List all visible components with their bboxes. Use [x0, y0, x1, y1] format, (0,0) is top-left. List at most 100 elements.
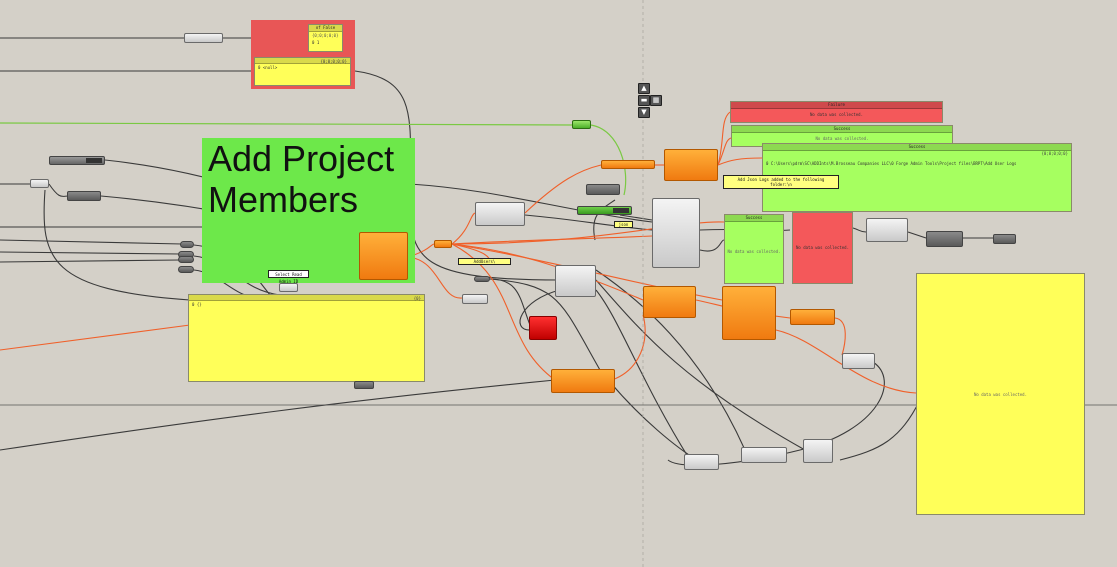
large-output-panel[interactable]: No data was collected. [916, 273, 1085, 515]
panel-value: 0 <null> [258, 65, 278, 70]
data-node[interactable] [926, 231, 963, 247]
panel-header [189, 295, 424, 301]
relay-dot[interactable] [178, 256, 194, 263]
wide-null-panel[interactable]: {0;0;0;0;0} 0 <null> [254, 57, 351, 86]
panel-text: No data was collected. [810, 112, 863, 117]
wire [0, 259, 181, 263]
orange-component[interactable] [551, 369, 615, 393]
orange-component[interactable] [664, 149, 718, 181]
slider-knob[interactable] [613, 208, 629, 213]
wire [48, 183, 69, 197]
add-logs-label: Add Json Logs added to the following fol… [723, 175, 839, 189]
panel-text: No data was collected. [974, 391, 1027, 397]
wire [619, 214, 653, 221]
wire [0, 379, 556, 451]
wire [0, 251, 181, 255]
gray-component[interactable] [475, 202, 525, 226]
gray-component[interactable] [555, 265, 596, 297]
panel-text: No data was collected. [815, 136, 869, 141]
members-panel[interactable]: {0} 0 {} [188, 294, 425, 382]
error-component[interactable] [529, 316, 557, 340]
wire [595, 279, 806, 451]
boolean-toggle[interactable] [572, 120, 591, 129]
wire [0, 122, 573, 126]
wire [611, 314, 646, 381]
relay-dot[interactable] [474, 276, 490, 282]
wire [717, 137, 732, 166]
small-true-false-panel[interactable]: of False {0;0;0;0;0} 0 1 [308, 24, 343, 52]
orange-component[interactable] [643, 286, 696, 318]
wire [451, 212, 476, 245]
panel-header: Failure [731, 102, 942, 109]
gray-component[interactable] [866, 218, 908, 242]
gray-node[interactable] [741, 447, 787, 463]
panel-value: 0 {} [192, 302, 202, 307]
nav-list-button[interactable]: ▦ [650, 95, 662, 106]
data-node[interactable] [67, 191, 101, 201]
nav-up-button[interactable]: ▲ [638, 83, 650, 94]
json-label: json [614, 221, 633, 228]
orange-relay[interactable] [790, 309, 835, 325]
wire [717, 157, 763, 166]
panel-index: {0;0;0;0;0} [312, 33, 339, 38]
add-project-members-group[interactable]: Add Project Members [202, 138, 415, 283]
relay-node[interactable] [462, 294, 488, 304]
success-mid-panel[interactable]: Success No data was collected. [724, 214, 784, 284]
wire [0, 239, 183, 245]
wire [907, 231, 927, 239]
group-title-line1: Add Project [208, 138, 395, 179]
wire [451, 243, 644, 301]
panel-index: {0;0;0;0;0} [320, 59, 348, 64]
group-title-line2: Members [208, 179, 359, 220]
wire [775, 329, 917, 394]
orange-relay[interactable] [601, 160, 655, 169]
wire [524, 164, 602, 214]
param-node[interactable] [30, 179, 49, 188]
large-gray-component[interactable] [652, 198, 700, 268]
nav-down-button[interactable]: ▼ [638, 107, 650, 118]
panel-value: 0 C:\Users\pdrm\SC\ADDInts\M.Brosseau Co… [766, 161, 1017, 166]
gray-node[interactable] [842, 353, 875, 369]
panel-header: of False [309, 25, 342, 32]
slider-knob[interactable] [86, 158, 102, 163]
wire [852, 227, 867, 233]
wire [451, 235, 653, 245]
add-users-label: AddUsers\ [458, 258, 511, 265]
relay-dot[interactable] [178, 266, 194, 273]
wire [595, 289, 691, 461]
data-node[interactable] [586, 184, 620, 195]
select-admin-label: Select Read Admin ID [268, 270, 309, 284]
wire [407, 256, 463, 299]
wire [699, 239, 725, 252]
wire [409, 183, 653, 223]
wire [717, 111, 731, 166]
relay-node[interactable] [184, 33, 223, 43]
gray-node[interactable] [803, 439, 833, 463]
panel-header [255, 58, 350, 64]
panel-index: {0} [413, 296, 421, 301]
wire [0, 324, 191, 351]
panel-header: Success [732, 126, 952, 133]
add-members-component[interactable] [359, 232, 408, 280]
red-output-panel[interactable]: No data was collected. [792, 212, 853, 284]
failure-panel[interactable]: Failure No data was collected. [730, 101, 943, 123]
small-orange-node[interactable] [434, 240, 452, 248]
relay-dot[interactable] [180, 241, 194, 248]
panel-header: Success [725, 215, 783, 222]
wire [595, 269, 746, 451]
wire [590, 124, 627, 196]
orange-component[interactable] [722, 286, 776, 340]
panel-output-node[interactable] [354, 381, 374, 389]
wire [519, 289, 561, 331]
gray-node[interactable] [684, 454, 719, 470]
nav-middle-button[interactable]: ▬ [638, 95, 650, 106]
panel-index: {0;0;0;0;0} [1041, 151, 1069, 156]
number-slider[interactable] [49, 156, 105, 165]
value-list-node[interactable] [279, 283, 298, 292]
panel-text: No data was collected. [727, 249, 781, 254]
panel-value: 0 1 [312, 40, 320, 45]
group-title: Add Project Members [208, 138, 394, 220]
toggle-slider[interactable] [577, 206, 632, 215]
data-node[interactable] [993, 234, 1016, 244]
